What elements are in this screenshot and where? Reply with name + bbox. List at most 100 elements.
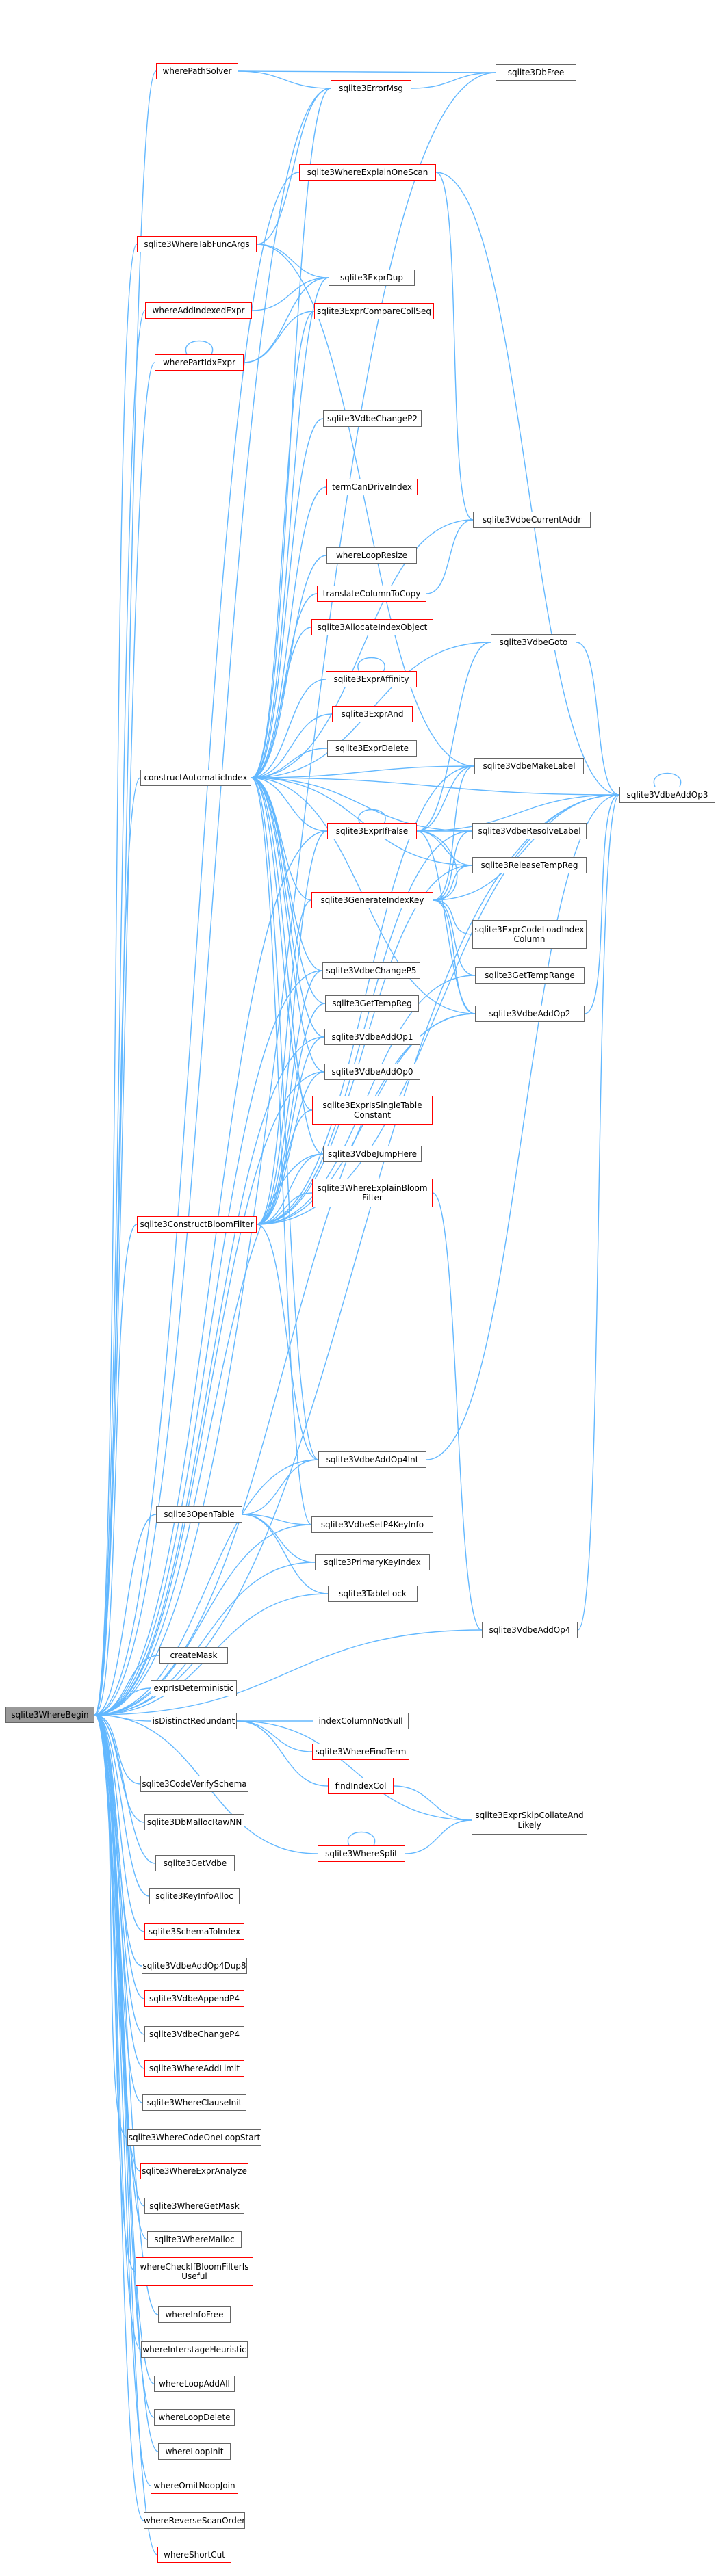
edge-sqlite3ExprAffinity-to-sqlite3ExprAffinity: [357, 657, 385, 672]
node-sqlite3VdbeAddOp4Dup8[interactable]: sqlite3VdbeAddOp4Dup8: [142, 1958, 247, 1974]
node-createMask[interactable]: createMask: [159, 1647, 228, 1664]
node-sqlite3GetTempRange[interactable]: sqlite3GetTempRange: [475, 967, 585, 984]
node-sqlite3ConstructBloomFilter[interactable]: sqlite3ConstructBloomFilter: [137, 1216, 257, 1233]
edge-whereBegin-to-sqlite3VdbeChangeP5: [94, 970, 323, 1716]
node-whereShortCut[interactable]: whereShortCut: [157, 2547, 231, 2563]
node-sqlite3ExprCodeLoadIndexColumn[interactable]: sqlite3ExprCodeLoadIndex Column: [472, 920, 587, 949]
node-translateColumnToCopy[interactable]: translateColumnToCopy: [317, 586, 426, 602]
edge-whereBegin-to-whereShortCut: [94, 1714, 158, 2555]
node-whereLoopResize[interactable]: whereLoopResize: [326, 547, 417, 564]
node-sqlite3DbMallocRawNN[interactable]: sqlite3DbMallocRawNN: [144, 1814, 244, 1830]
node-constructAutomaticIndex[interactable]: constructAutomaticIndex: [140, 770, 251, 786]
node-whereCheckIfBloomFilterIsUseful[interactable]: whereCheckIfBloomFilterIs Useful: [136, 2257, 253, 2286]
edge-whereBegin-to-wherePartIdxExpr: [94, 362, 155, 1716]
node-whereLoopDelete[interactable]: whereLoopDelete: [154, 2409, 235, 2426]
node-isDistinctRedundant[interactable]: isDistinctRedundant: [151, 1713, 237, 1729]
node-sqlite3VdbeChangeP5[interactable]: sqlite3VdbeChangeP5: [322, 962, 420, 979]
node-sqlite3PrimaryKeyIndex[interactable]: sqlite3PrimaryKeyIndex: [315, 1554, 430, 1570]
node-sqlite3AllocateIndexObject[interactable]: sqlite3AllocateIndexObject: [311, 619, 433, 635]
node-sqlite3WhereAddLimit[interactable]: sqlite3WhereAddLimit: [144, 2060, 244, 2077]
node-sqlite3ExprDelete[interactable]: sqlite3ExprDelete: [327, 740, 417, 757]
edge-sqlite3ConstructBloomFilter-to-sqlite3VdbeResolveLabel: [256, 830, 473, 1225]
edge-sqlite3VdbeAddOp3-to-sqlite3VdbeAddOp3: [653, 772, 682, 787]
node-sqlite3ReleaseTempReg[interactable]: sqlite3ReleaseTempReg: [472, 857, 587, 873]
node-whereInterstageHeuristic[interactable]: whereInterstageHeuristic: [141, 2341, 248, 2358]
node-sqlite3VdbeAddOp2[interactable]: sqlite3VdbeAddOp2: [475, 1006, 585, 1022]
node-sqlite3WhereClauseInit[interactable]: sqlite3WhereClauseInit: [142, 2094, 246, 2111]
node-sqlite3KeyInfoAlloc[interactable]: sqlite3KeyInfoAlloc: [149, 1888, 240, 1904]
node-sqlite3VdbeMakeLabel[interactable]: sqlite3VdbeMakeLabel: [474, 758, 584, 774]
node-sqlite3TableLock[interactable]: sqlite3TableLock: [328, 1586, 418, 1602]
node-sqlite3ExprSkipCollateAndLikely[interactable]: sqlite3ExprSkipCollateAnd Likely: [472, 1806, 587, 1835]
edge-constructAutomaticIndex-to-sqlite3ExprDelete: [251, 748, 328, 778]
node-whereLoopAddAll[interactable]: whereLoopAddAll: [154, 2376, 235, 2392]
node-sqlite3WhereGetMask[interactable]: sqlite3WhereGetMask: [144, 2198, 244, 2214]
edge-whereBegin-to-wherePathSolver: [94, 70, 157, 1716]
node-exprIsDeterministic[interactable]: exprIsDeterministic: [151, 1680, 237, 1696]
node-sqlite3VdbeAddOp4Int[interactable]: sqlite3VdbeAddOp4Int: [318, 1451, 426, 1468]
node-sqlite3ExprIsSingleTableConstant[interactable]: sqlite3ExprIsSingleTable Constant: [312, 1096, 433, 1125]
node-indexColumnNotNull[interactable]: indexColumnNotNull: [313, 1713, 409, 1729]
node-sqlite3VdbeGoto[interactable]: sqlite3VdbeGoto: [491, 634, 576, 650]
node-whereLoopInit[interactable]: whereLoopInit: [158, 2443, 231, 2460]
node-sqlite3WhereExplainOneScan[interactable]: sqlite3WhereExplainOneScan: [299, 164, 436, 181]
node-sqlite3VdbeAddOp0[interactable]: sqlite3VdbeAddOp0: [324, 1064, 420, 1080]
node-sqlite3ExprIfFalse[interactable]: sqlite3ExprIfFalse: [327, 823, 417, 839]
node-findIndexCol[interactable]: findIndexCol: [328, 1778, 394, 1794]
node-sqlite3VdbeSetP4KeyInfo[interactable]: sqlite3VdbeSetP4KeyInfo: [311, 1516, 433, 1533]
node-sqlite3VdbeChangeP2[interactable]: sqlite3VdbeChangeP2: [323, 410, 422, 427]
edge-isDistinctRedundant-to-findIndexCol: [236, 1720, 329, 1787]
node-wherePartIdxExpr[interactable]: wherePartIdxExpr: [155, 354, 244, 371]
node-sqlite3ExprCompareCollSeq[interactable]: sqlite3ExprCompareCollSeq: [314, 303, 434, 319]
edge-sqlite3WhereSplit-to-sqlite3WhereSplit: [347, 1831, 376, 1846]
edge-sqlite3OpenTable-to-sqlite3VdbeAddOp4Int: [242, 1459, 319, 1515]
edge-constructAutomaticIndex-to-sqlite3VdbeAddOp3: [251, 777, 620, 796]
node-whereAddIndexedExpr[interactable]: whereAddIndexedExpr: [145, 302, 252, 319]
edge-whereBegin-to-sqlite3ErrorMsg: [94, 88, 331, 1716]
node-sqlite3WhereCodeOneLoopStart[interactable]: sqlite3WhereCodeOneLoopStart: [127, 2129, 261, 2146]
edge-sqlite3VdbeGoto-to-sqlite3VdbeAddOp3: [576, 642, 620, 796]
node-sqlite3VdbeChangeP4[interactable]: sqlite3VdbeChangeP4: [144, 2026, 244, 2042]
edge-whereBegin-to-sqlite3VdbeJumpHere: [94, 1153, 324, 1716]
edge-whereBegin-to-sqlite3WhereExprAnalyze: [94, 1714, 141, 2172]
node-sqlite3CodeVerifySchema[interactable]: sqlite3CodeVerifySchema: [140, 1776, 248, 1792]
node-sqlite3WhereTabFuncArgs[interactable]: sqlite3WhereTabFuncArgs: [137, 236, 257, 252]
node-sqlite3ExprDup[interactable]: sqlite3ExprDup: [329, 270, 415, 286]
node-sqlite3ExprAffinity[interactable]: sqlite3ExprAffinity: [326, 671, 417, 687]
node-wherePathSolver[interactable]: wherePathSolver: [156, 63, 238, 79]
node-sqlite3OpenTable[interactable]: sqlite3OpenTable: [156, 1506, 242, 1523]
node-sqlite3SchemaToIndex[interactable]: sqlite3SchemaToIndex: [144, 1923, 244, 1940]
node-sqlite3DbFree[interactable]: sqlite3DbFree: [496, 64, 576, 81]
edge-constructAutomaticIndex-to-sqlite3ReleaseTempReg: [251, 777, 473, 866]
node-sqlite3WhereSplit[interactable]: sqlite3WhereSplit: [318, 1845, 405, 1862]
node-sqlite3ExprAnd[interactable]: sqlite3ExprAnd: [332, 706, 413, 722]
edge-sqlite3OpenTable-to-sqlite3VdbeSetP4KeyInfo: [242, 1514, 312, 1525]
node-sqlite3GetTempReg[interactable]: sqlite3GetTempReg: [325, 995, 419, 1012]
node-sqlite3WhereExprAnalyze[interactable]: sqlite3WhereExprAnalyze: [140, 2163, 248, 2179]
edge-constructAutomaticIndex-to-sqlite3ExprCompareCollSeq: [251, 311, 315, 778]
node-sqlite3ErrorMsg[interactable]: sqlite3ErrorMsg: [331, 80, 411, 96]
node-whereReverseScanOrder[interactable]: whereReverseScanOrder: [144, 2512, 245, 2529]
node-termCanDriveIndex[interactable]: termCanDriveIndex: [326, 479, 418, 495]
node-sqlite3VdbeAppendP4[interactable]: sqlite3VdbeAppendP4: [144, 1990, 244, 2007]
node-sqlite3VdbeAddOp1[interactable]: sqlite3VdbeAddOp1: [324, 1029, 420, 1045]
node-sqlite3VdbeResolveLabel[interactable]: sqlite3VdbeResolveLabel: [472, 823, 587, 839]
node-sqlite3VdbeAddOp4[interactable]: sqlite3VdbeAddOp4: [482, 1622, 578, 1638]
node-sqlite3VdbeCurrentAddr[interactable]: sqlite3VdbeCurrentAddr: [473, 512, 591, 528]
edge-wherePathSolver-to-sqlite3DbFree: [238, 70, 496, 73]
edge-whereBegin-to-sqlite3OpenTable: [94, 1514, 157, 1716]
node-sqlite3WhereExplainBloomFilter[interactable]: sqlite3WhereExplainBloom Filter: [312, 1179, 433, 1207]
node-whereInfoFree[interactable]: whereInfoFree: [158, 2306, 231, 2323]
edge-constructAutomaticIndex-to-sqlite3VdbeJumpHere: [251, 777, 324, 1155]
node-whereBegin[interactable]: sqlite3WhereBegin: [5, 1707, 94, 1723]
edge-sqlite3WhereExplainBloomFilter-to-sqlite3VdbeAddOp4: [432, 1192, 483, 1631]
node-sqlite3VdbeAddOp3[interactable]: sqlite3VdbeAddOp3: [619, 787, 715, 803]
edge-sqlite3GenerateIndexKey-to-sqlite3ExprIfFalse: [416, 830, 458, 901]
node-sqlite3WhereFindTerm[interactable]: sqlite3WhereFindTerm: [312, 1744, 409, 1760]
node-sqlite3GenerateIndexKey[interactable]: sqlite3GenerateIndexKey: [311, 892, 433, 908]
edge-constructAutomaticIndex-to-sqlite3VdbeSetP4KeyInfo: [251, 777, 312, 1525]
node-whereOmitNoopJoin[interactable]: whereOmitNoopJoin: [151, 2478, 238, 2494]
node-sqlite3VdbeJumpHere[interactable]: sqlite3VdbeJumpHere: [323, 1146, 422, 1162]
node-sqlite3GetVdbe[interactable]: sqlite3GetVdbe: [155, 1855, 235, 1871]
node-sqlite3WhereMalloc[interactable]: sqlite3WhereMalloc: [147, 2231, 242, 2248]
